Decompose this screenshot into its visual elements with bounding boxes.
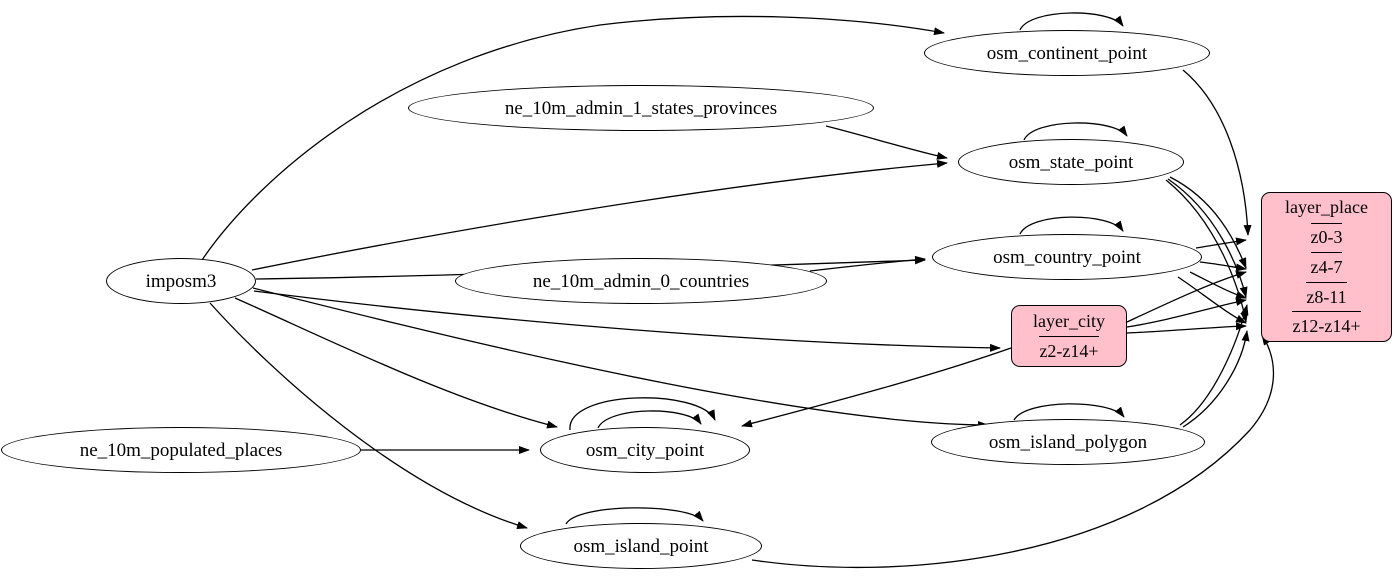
node-osm_country_point[interactable]: osm_country_point	[932, 234, 1202, 280]
node-label: osm_city_point	[585, 439, 705, 461]
edge-layer_city-z12-z14	[1126, 322, 1247, 334]
edge-self-osm_island_point	[565, 507, 704, 525]
layer_city-row-header[interactable]: layer_city	[1033, 310, 1105, 331]
edge-layer_city-z4-7	[1126, 271, 1247, 323]
edge-osm_country_point-z0-3	[1195, 237, 1247, 249]
node-osm_island_polygon[interactable]: osm_island_polygon	[931, 419, 1205, 465]
node-layer_place[interactable]: layer_place z0-3 z4-7 z8-11 z12-z14+	[1261, 192, 1392, 342]
node-ne_10m_admin_0_countries[interactable]: ne_10m_admin_0_countries	[455, 258, 827, 304]
edge-osm_state_point-z8-11	[1167, 178, 1248, 298]
edge-osm_country_point-z8-11	[1189, 271, 1247, 299]
node-label: osm_state_point	[1008, 151, 1134, 173]
node-label: osm_island_polygon	[988, 431, 1148, 453]
edge-osm_country_point-z4-7	[1199, 261, 1247, 272]
layer_place-row-z12-z14[interactable]: z12-z14+	[1292, 311, 1361, 341]
edge-layer_city-z8-11	[1126, 298, 1247, 328]
edge-osm_state_point-z4-7	[1169, 176, 1247, 269]
edge-self-osm_city_point-outer	[569, 397, 716, 431]
layer_place-row-header[interactable]: layer_place	[1285, 197, 1368, 218]
layer_place-row-z8-11[interactable]: z8-11	[1306, 281, 1347, 312]
edge-imposm3-osm_city_point	[234, 297, 558, 429]
node-osm_city_point[interactable]: osm_city_point	[540, 427, 750, 473]
layer_city-row-z2-z14[interactable]: z2-z14+	[1039, 336, 1099, 366]
edge-osm_country_point-z12-z14	[1177, 276, 1247, 324]
edge-osm_island_polygon-z12-z14	[1182, 330, 1250, 428]
node-layer_city[interactable]: layer_city z2-z14+	[1011, 305, 1127, 367]
node-osm_state_point[interactable]: osm_state_point	[958, 139, 1184, 185]
node-label: osm_country_point	[993, 246, 1141, 268]
edge-osm_island_point-z12-z14	[751, 334, 1275, 569]
node-label: ne_10m_populated_places	[79, 439, 283, 461]
edge-imposm3-osm_continent_point	[201, 15, 945, 261]
edge-imposm3-osm_state_point	[251, 159, 948, 271]
edge-ne_10m_admin_1_states_provinces-osm_state_point	[825, 125, 948, 160]
edge-layer_city-osm_city_point	[741, 347, 1012, 428]
node-label: imposm3	[145, 270, 217, 292]
edge-osm_island_polygon-z8-11	[1179, 304, 1249, 426]
edge-osm_continent_point-z0-3	[1182, 69, 1252, 236]
node-label: ne_10m_admin_0_countries	[532, 270, 750, 292]
node-ne_10m_populated_places[interactable]: ne_10m_populated_places	[1, 427, 361, 473]
edge-self-osm_country_point	[1019, 216, 1124, 235]
node-osm_island_point[interactable]: osm_island_point	[520, 523, 762, 569]
layer_place-row-z0-3[interactable]: z0-3	[1310, 222, 1343, 253]
edge-imposm3-layer_city	[253, 290, 1001, 352]
edge-imposm3-osm_island_polygon	[252, 287, 989, 429]
node-osm_continent_point[interactable]: osm_continent_point	[924, 30, 1210, 76]
edge-self-osm_state_point	[1023, 122, 1128, 141]
edge-imposm3-osm_island_point	[209, 302, 528, 529]
node-ne_10m_admin_1_states_provinces[interactable]: ne_10m_admin_1_states_provinces	[408, 85, 874, 131]
layer_place-row-z4-7[interactable]: z4-7	[1310, 252, 1343, 282]
node-label: osm_island_point	[573, 535, 709, 557]
node-label: ne_10m_admin_1_states_provinces	[504, 97, 778, 119]
edge-self-osm_city_point	[597, 410, 702, 429]
node-imposm3[interactable]: imposm3	[106, 258, 256, 304]
node-label: osm_continent_point	[986, 42, 1148, 64]
edge-ne_10m_admin_0_countries-osm_country_point	[809, 255, 926, 272]
edge-self-osm_continent_point	[1019, 12, 1124, 31]
edge-self-osm_island_polygon	[1013, 403, 1125, 421]
